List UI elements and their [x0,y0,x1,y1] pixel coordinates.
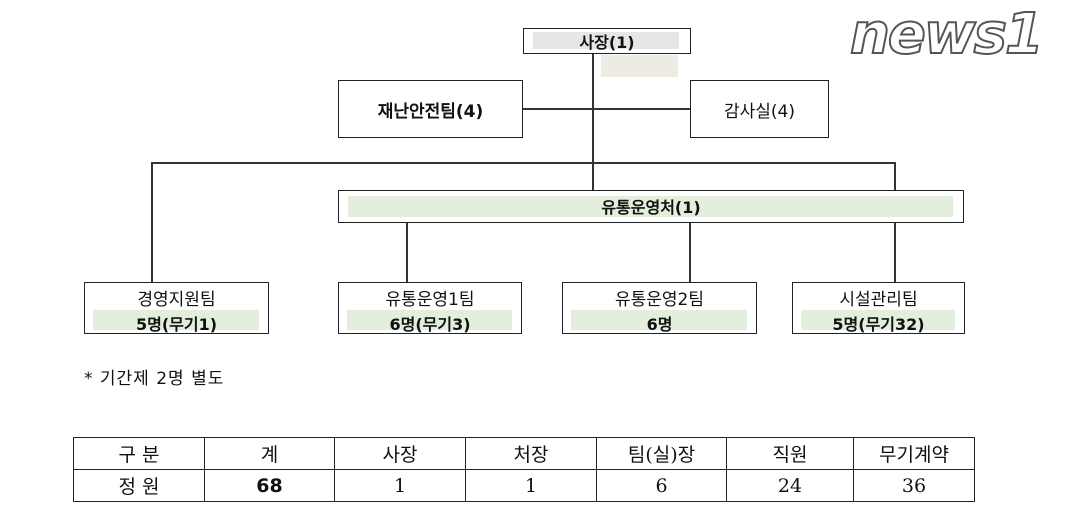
team-count: 6명 [646,315,673,334]
table-row: 정 원 68 1 1 6 24 36 [73,469,975,502]
connector-line [151,162,896,164]
table-header: 사장 [334,437,466,470]
connector-line [689,222,691,282]
connector-line [894,162,896,190]
connector-line [894,222,896,282]
team-count: 5명(무기32) [832,315,925,334]
table-cell: 1 [334,469,466,502]
table-cell: 68 [204,469,335,502]
table-cell: 정 원 [73,469,205,502]
table-header: 직원 [726,437,854,470]
news1-watermark-logo: news1 [849,1,1045,68]
table-cell: 6 [596,469,727,502]
table-cell: 36 [853,469,975,502]
connector-line [592,162,594,190]
team-box: 경영지원팀 5명(무기1) [84,282,269,334]
connector-line [151,162,153,282]
team-box: 유통운영2팀 6명 [562,282,757,334]
table-header: 무기계약 [853,437,975,470]
table-cell: 1 [465,469,597,502]
footnote: * 기간제 2명 별도 [84,369,225,389]
table-header: 계 [204,437,335,470]
team-name: 유통운영1팀 [385,290,475,310]
table-header: 팀(실)장 [596,437,727,470]
team-count: 5명(무기1) [135,315,218,334]
audit-office-box: 감사실(4) [690,80,829,138]
staffing-table: 구 분 계 사장 처장 팀(실)장 직원 무기계약 정 원 68 1 1 6 2… [73,437,975,502]
connector-line [522,108,690,110]
division-box: 유통운영처(1) [338,190,964,223]
division-label: 유통운영처(1) [601,198,701,217]
table-header: 처장 [465,437,597,470]
team-box: 시설관리팀 5명(무기32) [792,282,965,334]
table-header-row: 구 분 계 사장 처장 팀(실)장 직원 무기계약 [73,437,975,470]
table-cell: 24 [726,469,854,502]
team-name: 경영지원팀 [137,290,216,310]
ceo-shade [601,55,678,77]
table-header: 구 분 [73,437,205,470]
ceo-box: 사장(1) [523,28,691,54]
safety-team-box: 재난안전팀(4) [338,80,523,138]
team-box: 유통운영1팀 6명(무기3) [338,282,522,334]
ceo-label: 사장(1) [579,32,635,52]
team-name: 유통운영2팀 [614,290,705,310]
team-count: 6명(무기3) [389,315,471,334]
connector-line [406,222,408,282]
team-name: 시설관리팀 [839,290,918,310]
